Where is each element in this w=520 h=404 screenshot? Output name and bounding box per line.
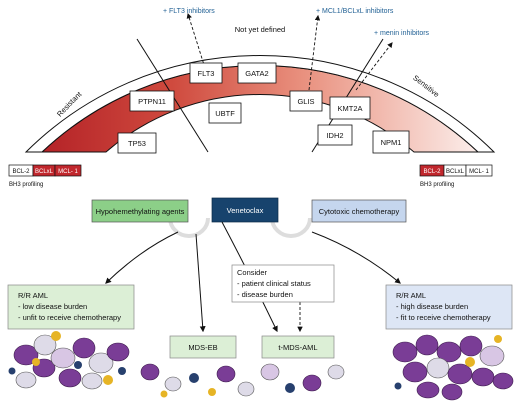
svg-text:KMT2A: KMT2A <box>337 104 362 113</box>
svg-text:- disease burden: - disease burden <box>237 290 293 299</box>
svg-text:Venetoclax: Venetoclax <box>227 206 264 215</box>
svg-text:MDS-EB: MDS-EB <box>188 343 217 352</box>
gene-box-flt3: FLT3 <box>189 62 223 84</box>
outcome-box-rr-aml-right: R/R AML - high disease burden - fit to r… <box>385 284 513 330</box>
svg-text:BCLxL: BCLxL <box>446 169 465 175</box>
svg-text:IDH2: IDH2 <box>326 131 343 140</box>
gene-box-ptpn11: PTPN11 <box>129 90 175 112</box>
drug-box-venetoclax: Venetoclax <box>211 197 279 223</box>
gene-box-gata2: GATA2 <box>237 62 277 84</box>
svg-text:BH3 profiling: BH3 profiling <box>9 182 43 188</box>
svg-text:UBTF: UBTF <box>215 109 235 118</box>
arrow-to-rr-aml-right <box>311 231 401 284</box>
svg-text:MCL- 1: MCL- 1 <box>469 169 489 175</box>
svg-text:PTPN11: PTPN11 <box>138 97 166 106</box>
svg-text:- unfit to receive chemotherap: - unfit to receive chemotherapy <box>18 313 121 322</box>
svg-text:GATA2: GATA2 <box>245 69 268 78</box>
bh3-profile-left: BCL-2 BCLxL MCL- 1 BH3 profiling <box>8 164 82 188</box>
svg-text:t-MDS-AML: t-MDS-AML <box>278 343 317 352</box>
gene-box-ubtf: UBTF <box>208 102 242 124</box>
cell-cluster-left <box>8 331 130 390</box>
outcome-box-mds-eb: MDS-EB <box>169 335 237 359</box>
svg-text:NPM1: NPM1 <box>381 138 402 147</box>
svg-text:FLT3: FLT3 <box>198 69 215 78</box>
cell-cluster-middle <box>140 363 345 398</box>
svg-text:Consider: Consider <box>237 268 268 277</box>
svg-text:R/R AML: R/R AML <box>396 291 426 300</box>
svg-text:Cytotoxic chemotherapy: Cytotoxic chemotherapy <box>319 207 400 216</box>
svg-text:- fit to receive chemotherapy: - fit to receive chemotherapy <box>396 313 491 322</box>
outcome-box-t-mds-aml: t-MDS-AML <box>261 335 335 359</box>
outcome-box-rr-aml-left: R/R AML - low disease burden - unfit to … <box>7 284 135 330</box>
arc-label-band <box>24 55 496 153</box>
bh3-profile-right: BCL-2 BCLxL MCL- 1 BH3 profiling <box>419 164 493 188</box>
flt3-inhibitor-label: + FLT3 inhibitors <box>163 8 215 15</box>
svg-text:MCL- 1: MCL- 1 <box>58 169 78 175</box>
connector-ring-right <box>270 217 312 238</box>
consider-box: Consider - patient clinical status - dis… <box>231 264 335 303</box>
svg-text:BCLxL: BCLxL <box>35 169 54 175</box>
arrow-to-rr-aml-left <box>105 231 179 284</box>
gene-box-glis: GLIS <box>289 90 323 112</box>
mcl1-inhibitor-arrow <box>308 14 321 91</box>
svg-text:BCL-2: BCL-2 <box>423 169 441 175</box>
drug-box-chemo: Cytotoxic chemotherapy <box>311 199 407 223</box>
gene-box-kmt2a: KMT2A <box>329 96 371 120</box>
cell-cluster-right <box>392 334 514 401</box>
svg-text:TP53: TP53 <box>128 139 146 148</box>
flt3-inhibitor-arrow <box>186 12 206 69</box>
svg-text:R/R AML: R/R AML <box>18 291 48 300</box>
svg-text:- high disease burden: - high disease burden <box>396 302 468 311</box>
mcl1-inhibitor-label: + MCL1/BCLxL inhibitors <box>316 8 394 15</box>
gene-box-tp53: TP53 <box>117 132 157 154</box>
svg-text:BCL-2: BCL-2 <box>12 169 30 175</box>
gene-box-npm1: NPM1 <box>372 130 410 154</box>
connector-ring-left <box>168 217 210 238</box>
svg-text:- low disease burden: - low disease burden <box>18 302 87 311</box>
svg-text:- patient clinical status: - patient clinical status <box>237 279 311 288</box>
gene-box-idh2: IDH2 <box>317 124 353 146</box>
band-label-not-defined: Not yet defined <box>235 25 285 34</box>
svg-text:Hypohemethylating agents: Hypohemethylating agents <box>96 207 185 216</box>
menin-inhibitor-label: + menin inhibitors <box>374 30 430 37</box>
svg-text:GLIS: GLIS <box>297 97 314 106</box>
svg-text:BH3 profiling: BH3 profiling <box>420 182 454 188</box>
arrow-to-mds-eb <box>195 233 206 333</box>
drug-box-hma: Hypohemethylating agents <box>91 199 189 223</box>
